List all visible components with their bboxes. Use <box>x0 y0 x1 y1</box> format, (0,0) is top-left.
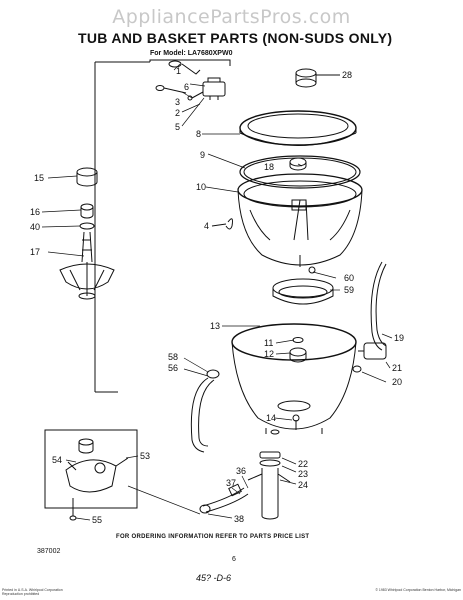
pump-assembly <box>44 429 138 521</box>
callout-17: 17 <box>30 247 40 257</box>
callout-55: 55 <box>92 515 102 525</box>
callout-19: 19 <box>394 333 404 343</box>
callout-54: 54 <box>52 455 62 465</box>
callout-58: 58 <box>168 352 178 362</box>
connector-hose <box>199 483 249 514</box>
agitator-washer <box>79 222 95 230</box>
callout-36: 36 <box>236 466 246 476</box>
callout-53: 53 <box>140 451 150 461</box>
callout-2: 2 <box>175 108 180 118</box>
pressure-hose <box>370 261 387 351</box>
pump-hose <box>247 451 291 520</box>
copyright-right: © 1983 Whirlpool Corporation Benton Harb… <box>375 588 461 592</box>
callout-10: 10 <box>196 182 206 192</box>
callout-3: 3 <box>175 97 180 107</box>
callout-6: 6 <box>184 82 189 92</box>
basket <box>237 173 363 267</box>
callout-20: 20 <box>392 377 402 387</box>
callout-40: 40 <box>30 222 40 232</box>
callout-22: 22 <box>298 459 308 469</box>
callout-18: 18 <box>264 162 274 172</box>
wire-frame <box>149 59 231 66</box>
page-title: TUB AND BASKET PARTS (NON-SUDS ONLY) <box>78 30 393 46</box>
agitator-cap <box>76 167 98 187</box>
callout-21: 21 <box>392 363 402 373</box>
callout-37: 37 <box>226 478 236 488</box>
callout-4: 4 <box>204 221 209 231</box>
callout-16: 16 <box>30 207 40 217</box>
callout-5: 5 <box>175 122 180 132</box>
part-14 <box>270 414 300 435</box>
callout-15: 15 <box>34 173 44 183</box>
callout-8: 8 <box>196 129 201 139</box>
callout-13: 13 <box>210 321 220 331</box>
part-11-12 <box>289 337 307 363</box>
callout-12: 12 <box>264 349 274 359</box>
callout-24: 24 <box>298 480 308 490</box>
page-number: 6 <box>232 556 236 563</box>
agitator <box>59 231 115 300</box>
part-number: 387002 <box>37 548 61 555</box>
lid-switch-assembly <box>155 60 226 101</box>
callout-9: 9 <box>200 150 205 160</box>
watermark: AppliancePartsPros.com <box>112 6 351 28</box>
part-18 <box>289 157 307 171</box>
part-4 <box>225 218 233 230</box>
callout-11: 11 <box>264 338 273 348</box>
copyright-left: Printed in U.S.A. Whirlpool Corporation … <box>2 588 63 596</box>
ordering-note: FOR ORDERING INFORMATION REFER TO PARTS … <box>116 534 310 540</box>
callout-1: 1 <box>176 66 181 76</box>
tub-ring <box>239 110 357 146</box>
tub-gasket-inner <box>243 157 357 187</box>
outer-tub <box>231 323 357 434</box>
agitator-bushing <box>80 203 94 219</box>
drain-hose <box>190 369 220 453</box>
callout-56: 56 <box>168 363 178 373</box>
callout-23: 23 <box>298 469 308 479</box>
part-28 <box>295 68 340 88</box>
handwritten-note: 45? -D-6 <box>196 573 232 583</box>
callout-60: 60 <box>344 273 354 283</box>
callout-14: 14 <box>266 413 276 423</box>
tub-gasket <box>239 155 361 189</box>
callout-38: 38 <box>234 514 244 524</box>
callout-28: 28 <box>342 70 352 80</box>
part-60 <box>308 266 316 274</box>
part-20 <box>352 365 362 373</box>
drive-bell <box>272 278 334 305</box>
pressure-switch <box>358 342 387 360</box>
leader-lines <box>41 63 393 521</box>
model-label: For Model: LA7680XPW0 <box>150 50 233 57</box>
callout-59: 59 <box>344 285 354 295</box>
